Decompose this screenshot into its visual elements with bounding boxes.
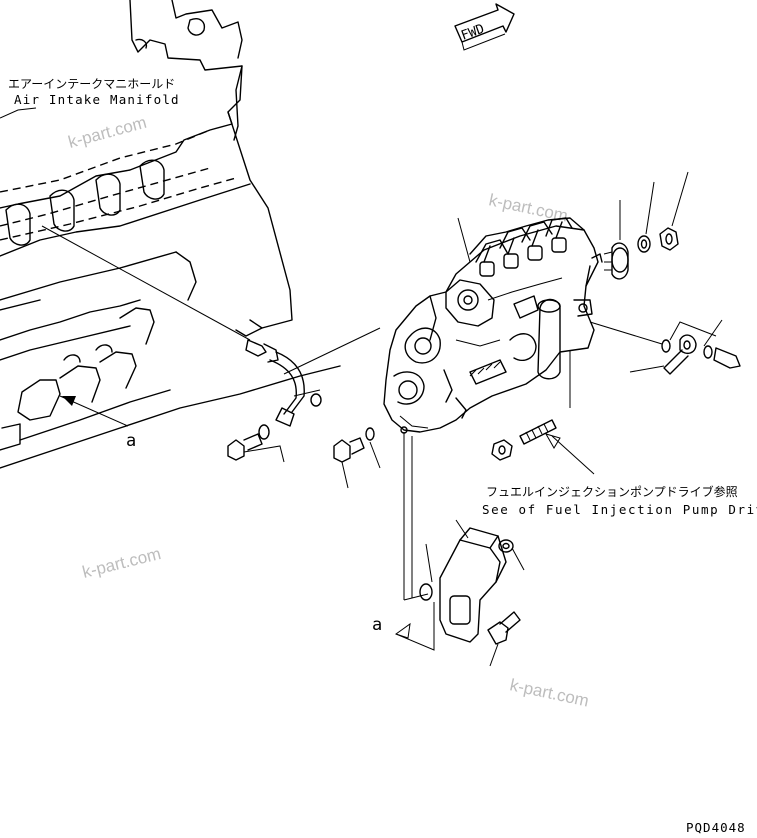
watermark-3: k-part.com — [80, 544, 163, 582]
watermark-4: k-part.com — [508, 675, 590, 710]
view-a-label-bottom: a — [372, 615, 382, 635]
manifold-leader-line — [41, 225, 251, 341]
air-intake-manifold-label-jp: エアーインテークマニホールド — [8, 77, 175, 91]
view-a-label-left: a — [126, 431, 136, 451]
see-reference-label-jp: フュエルインジェクションポンプドライブ参照 — [486, 484, 738, 499]
stud-and-nut — [491, 350, 595, 475]
banjo-joint-set — [589, 319, 741, 375]
fwd-label: FWD — [459, 22, 486, 44]
fuel-injection-pump-drawing — [383, 217, 599, 434]
pump-leader-line — [457, 217, 471, 263]
watermark-2: k-part.com — [487, 190, 569, 225]
pump-bolt-center — [333, 427, 381, 489]
view-a-arrow-left — [59, 395, 129, 427]
drive-gear-set — [591, 171, 689, 280]
pump-bolt-left — [227, 424, 285, 463]
drawing-number: PQD4048 — [686, 820, 746, 835]
fwd-arrow-icon: FWD — [454, 3, 515, 51]
watermark-1: k-part.com — [66, 113, 148, 152]
air-intake-manifold-drawing — [0, 0, 341, 469]
air-intake-manifold-label-en: Air Intake Manifold — [14, 92, 180, 107]
see-reference-label-en: See of Fuel Injection Pump Drive — [482, 502, 757, 517]
fuel-pipe-drawing — [245, 339, 322, 427]
pump-bracket-drawing — [394, 432, 525, 667]
pipe-leader-line — [283, 327, 381, 375]
watermark-layer: k-part.com k-part.com k-part.com k-part.… — [66, 113, 591, 711]
